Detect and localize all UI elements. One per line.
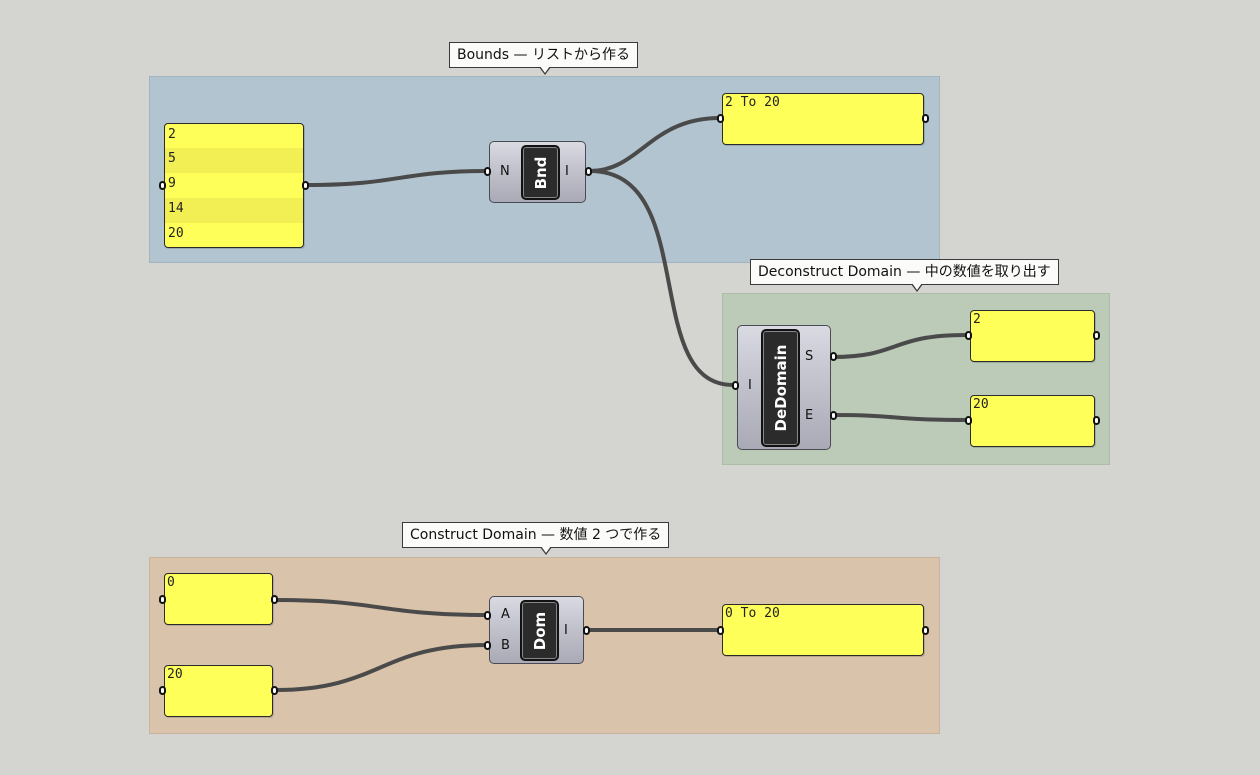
input-a-panel-input-pin[interactable] <box>159 595 166 604</box>
dedomain-input-pin[interactable] <box>732 381 739 390</box>
deconstruct-title: Deconstruct Domain — 中の数値を取り出す <box>758 264 1051 280</box>
dom-output-pin[interactable] <box>583 626 590 635</box>
bnd-input-n-label: N <box>500 164 510 179</box>
dedomain-output-e-pin[interactable] <box>830 411 837 420</box>
bnd-component[interactable]: N Bnd I <box>489 141 586 203</box>
bnd-label: Bnd <box>531 156 550 189</box>
dom-component[interactable]: A B Dom I <box>489 596 584 664</box>
dedomain-output-e-label: E <box>805 408 814 423</box>
bounds-output-value: 2 To 20 <box>725 95 780 110</box>
dom-input-b-label: B <box>501 638 510 653</box>
input-a-panel-output-pin[interactable] <box>271 595 278 604</box>
start-value-panel[interactable]: 2 <box>970 310 1095 362</box>
bnd-core: Bnd <box>521 145 560 200</box>
domain-output-panel[interactable]: 0 To 20 <box>722 604 924 656</box>
end-panel-input-pin[interactable] <box>965 416 972 425</box>
construct-title-callout: Construct Domain — 数値 2 つで作る <box>402 522 670 555</box>
dom-label: Dom <box>530 611 549 650</box>
start-panel-output-pin[interactable] <box>1093 331 1100 340</box>
dom-input-a-label: A <box>501 607 510 622</box>
dom-input-b-pin[interactable] <box>484 641 491 650</box>
end-value: 20 <box>973 397 989 412</box>
deconstruct-title-callout: Deconstruct Domain — 中の数値を取り出す <box>750 259 1059 292</box>
domain-output-panel-input-pin[interactable] <box>717 626 724 635</box>
dedomain-core: DeDomain <box>761 329 800 447</box>
input-a-panel[interactable]: 0 <box>164 573 273 625</box>
dedomain-label: DeDomain <box>771 344 790 432</box>
list-item: 9 <box>168 176 176 191</box>
list-item: 20 <box>168 226 184 241</box>
start-value: 2 <box>973 312 981 327</box>
list-item: 5 <box>165 148 303 173</box>
bnd-output-i-label: I <box>565 164 569 179</box>
domain-output-panel-output-pin[interactable] <box>922 626 929 635</box>
dom-core: Dom <box>520 600 559 661</box>
bounds-title: Bounds — リストから作る <box>457 47 630 63</box>
end-value-panel[interactable]: 20 <box>970 395 1095 447</box>
bounds-title-callout: Bounds — リストから作る <box>449 42 638 75</box>
list-panel-input-pin[interactable] <box>159 181 166 190</box>
bounds-output-panel-input-pin[interactable] <box>717 114 724 123</box>
dom-input-a-pin[interactable] <box>484 611 491 620</box>
dom-output-i-label: I <box>564 623 568 638</box>
list-panel-output-pin[interactable] <box>302 181 309 190</box>
dedomain-output-s-label: S <box>805 349 814 364</box>
start-panel-input-pin[interactable] <box>965 331 972 340</box>
construct-title: Construct Domain — 数値 2 つで作る <box>410 527 662 543</box>
list-item: 14 <box>165 198 303 223</box>
number-list-panel[interactable]: 2 5 9 14 20 <box>164 123 304 248</box>
bounds-output-panel[interactable]: 2 To 20 <box>722 93 924 145</box>
end-panel-output-pin[interactable] <box>1093 416 1100 425</box>
bnd-output-pin[interactable] <box>585 167 592 176</box>
input-b-panel-input-pin[interactable] <box>159 686 166 695</box>
bnd-input-pin[interactable] <box>484 167 491 176</box>
input-a-value: 0 <box>167 575 175 590</box>
bounds-output-panel-output-pin[interactable] <box>922 114 929 123</box>
input-b-panel-output-pin[interactable] <box>271 686 278 695</box>
dedomain-component[interactable]: I DeDomain S E <box>737 325 831 450</box>
list-item: 2 <box>168 127 176 142</box>
dedomain-output-s-pin[interactable] <box>830 352 837 361</box>
domain-output-value: 0 To 20 <box>725 606 780 621</box>
input-b-value: 20 <box>167 667 183 682</box>
input-b-panel[interactable]: 20 <box>164 665 273 717</box>
dedomain-input-i-label: I <box>748 378 752 393</box>
